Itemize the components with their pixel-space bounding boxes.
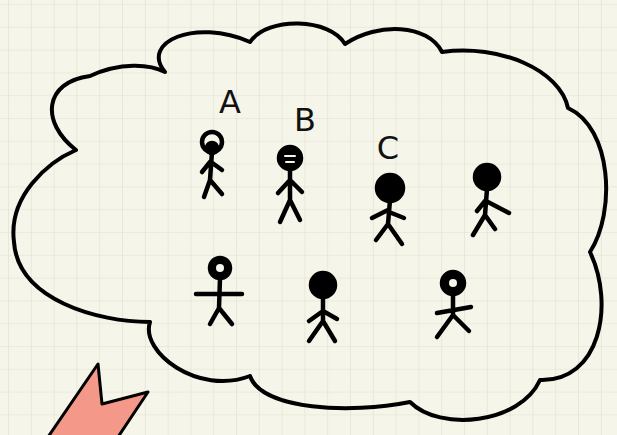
cloud-outline	[13, 23, 606, 419]
stick-figure	[278, 147, 302, 222]
pink-arrow	[48, 364, 148, 435]
figure-label: C	[377, 132, 399, 164]
stick-figure	[309, 273, 337, 341]
figure-label: A	[219, 86, 241, 118]
stick-figure	[202, 132, 222, 197]
stick-figure	[473, 165, 509, 235]
stick-figures	[196, 132, 509, 341]
figure-label: B	[294, 104, 316, 136]
stick-figure	[437, 272, 471, 337]
stick-figure	[372, 175, 404, 244]
stick-figure	[196, 258, 242, 324]
